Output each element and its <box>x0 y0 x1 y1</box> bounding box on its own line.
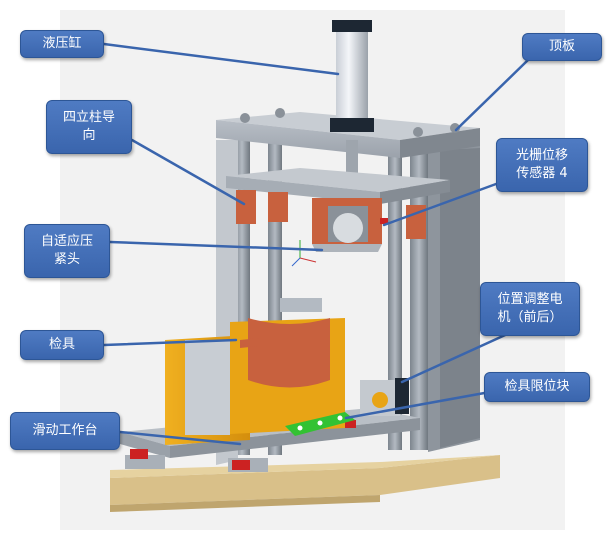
label-sliding-table: 滑动工作台 <box>32 423 98 438</box>
label-top-plate: 顶板 <box>548 39 575 54</box>
label-position-motor: 位置调整电 机（前后） <box>497 292 563 325</box>
label-hydraulic-cylinder: 液压缸 <box>42 36 82 51</box>
leader-hydraulic-cylinder <box>102 42 340 76</box>
callout-hydraulic-cylinder: 液压缸 <box>20 30 104 58</box>
label-four-column-guide: 四立柱导 向 <box>62 110 115 143</box>
leader-top-plate <box>454 58 530 132</box>
middle-plate <box>226 168 450 239</box>
hydraulic-cylinder-body <box>330 20 374 180</box>
callout-sliding-table: 滑动工作台 <box>10 412 120 450</box>
label-fixture-stop: 检具限位块 <box>504 379 570 394</box>
callout-top-plate: 顶板 <box>522 33 602 61</box>
callout-four-column-guide: 四立柱导 向 <box>46 100 132 154</box>
fixture-body <box>165 298 345 445</box>
callout-grating-sensor: 光栅位移 传感器 4 <box>496 138 588 192</box>
callout-adaptive-clamp: 自适应压 紧头 <box>24 224 110 278</box>
leader-fixture <box>102 338 238 347</box>
fixture-stop-body <box>285 412 355 436</box>
leader-position-motor <box>400 328 518 384</box>
label-grating-sensor: 光栅位移 传感器 4 <box>515 148 568 181</box>
leader-lines <box>102 42 530 446</box>
callout-fixture-stop: 检具限位块 <box>484 372 590 402</box>
callout-fixture: 检具 <box>20 330 104 360</box>
wood-base <box>110 455 500 512</box>
callout-position-motor: 位置调整电 机（前后） <box>480 282 580 336</box>
leader-grating-sensor <box>382 182 498 227</box>
leader-sliding-table <box>118 430 242 446</box>
clamp-head <box>312 198 388 252</box>
leader-four-column-guide <box>130 138 246 206</box>
label-adaptive-clamp: 自适应压 紧头 <box>40 234 93 267</box>
leader-fixture-stop <box>344 390 492 420</box>
label-fixture: 检具 <box>48 337 75 352</box>
leader-adaptive-clamp <box>108 240 324 252</box>
